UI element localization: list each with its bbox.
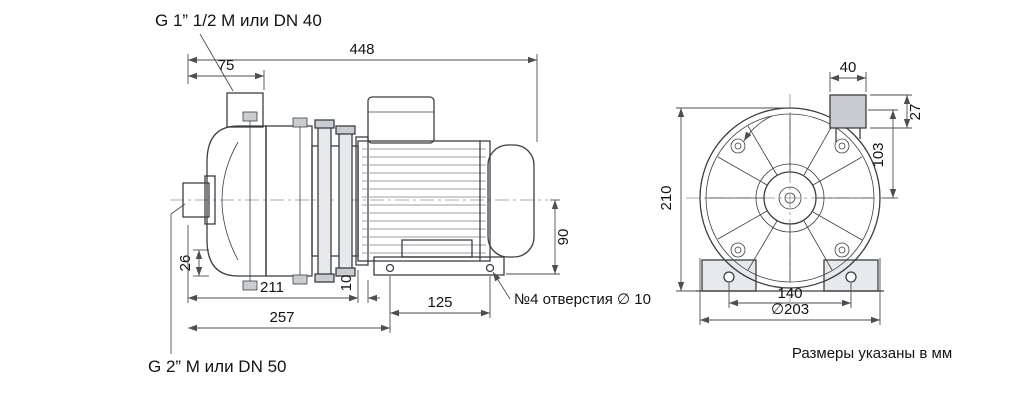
radial-ribs: [707, 115, 873, 281]
dim-foot-spacing: 140: [777, 285, 802, 302]
casing-ring: [705, 113, 875, 283]
mounting-holes-callout: №4 отверстия ∅ 10: [514, 291, 651, 308]
rotation-arrow-icon: [743, 115, 773, 142]
dim-port-height: 27: [907, 104, 924, 121]
dim-port-center-height: 103: [870, 142, 887, 167]
base-hole-rear: [485, 263, 495, 273]
units-note: Размеры указаны в мм: [792, 345, 952, 362]
shaft-center: [784, 192, 796, 204]
side-view-dimensions: 448 75 90 26 211 10 125 257: [177, 41, 651, 333]
hub: [763, 171, 817, 225]
dim-total-length: 448: [349, 41, 374, 58]
dim-casing-diameter: ∅203: [771, 301, 809, 318]
motor-front-ring: [355, 136, 369, 266]
dim-overall-height: 210: [658, 185, 675, 210]
motor-fins: [362, 148, 486, 254]
discharge-port-label: G 1” 1/2 М или DN 40: [155, 11, 322, 30]
pump-casing-inner-wall: [221, 141, 239, 261]
front-discharge-port: [829, 94, 867, 142]
dim-shaft-height: 90: [555, 229, 572, 246]
flange-plates: [314, 119, 356, 283]
casing-outer-circle: [699, 107, 881, 289]
pump-casing-back: [265, 125, 313, 277]
dim-discharge-offset: 75: [218, 57, 235, 74]
casing-bolts: [730, 138, 850, 258]
pump-casing: [206, 125, 267, 277]
base-hole-front: [385, 263, 395, 273]
dim-suction-offset: 26: [177, 255, 194, 272]
dim-pump-length: 211: [260, 279, 284, 296]
hub-bore: [778, 186, 802, 210]
dim-foot-offset: 10: [338, 275, 355, 292]
front-view: [686, 94, 894, 302]
dim-foot-hole-spacing: 125: [427, 294, 452, 311]
suction-port: [182, 182, 210, 218]
motor-body: [357, 140, 491, 262]
front-view-dimensions: 40 27 103 210 140 ∅203: [658, 59, 924, 325]
suction-port-label: G 2” М или DN 50: [148, 357, 287, 376]
motor-foot-block: [401, 239, 473, 258]
dim-base-length: 257: [269, 309, 294, 326]
port-callouts: G 1” 1/2 М или DN 40 G 2” М или DN 50: [148, 11, 322, 376]
side-view: [170, 92, 548, 291]
base-plate: [373, 256, 505, 276]
suction-flange: [204, 175, 216, 225]
terminal-box: [367, 96, 435, 144]
tie-rods: [242, 111, 308, 291]
discharge-port: [226, 92, 264, 128]
motor-end-cap: [487, 144, 535, 258]
dim-port-width: 40: [840, 59, 857, 76]
